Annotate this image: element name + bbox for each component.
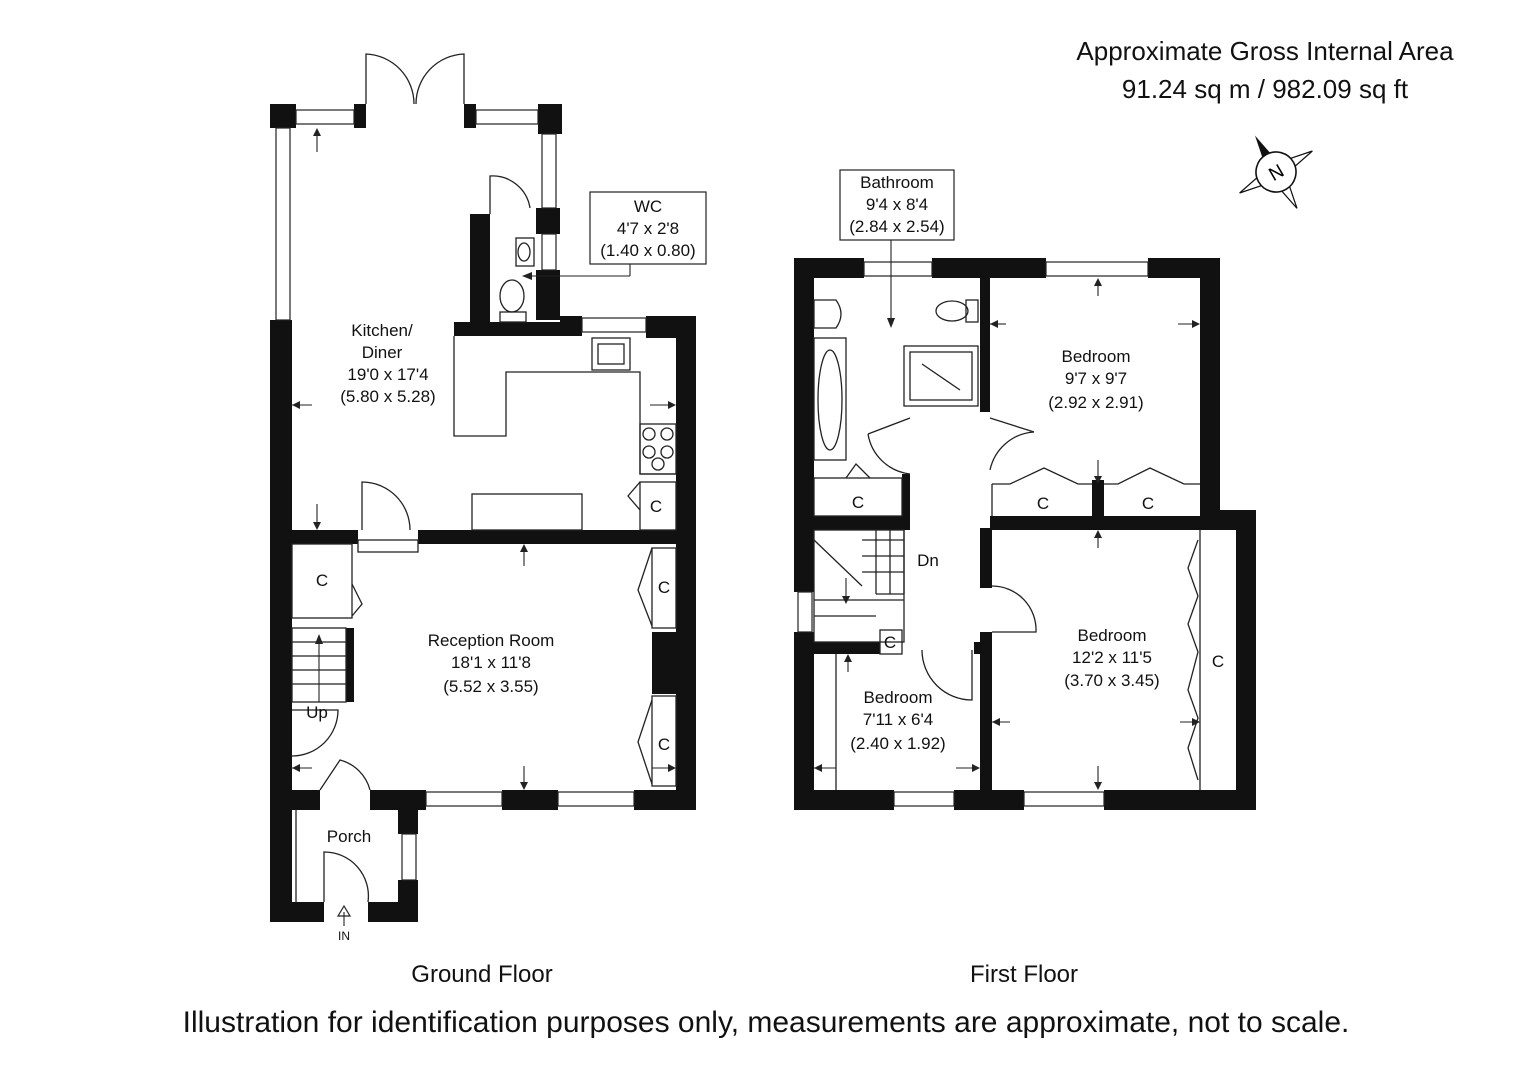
reception-dims-imperial: 18'1 x 11'8 xyxy=(451,653,531,672)
first-floor-labels: Bathroom 9'4 x 8'4 (2.84 x 2.54) Bedroom… xyxy=(849,173,1224,988)
ground-floor-label: Ground Floor xyxy=(411,961,552,988)
bathroom-callout xyxy=(839,169,955,241)
wc-dims-metric: (1.40 x 0.80) xyxy=(600,241,695,260)
stairs-up-label: Up xyxy=(306,703,328,722)
disclaimer-text: Illustration for identification purposes… xyxy=(183,1006,1350,1039)
bedroom-1-dims-imperial: 9'7 x 9'7 xyxy=(1065,369,1127,388)
compass-icon: N xyxy=(1239,135,1313,209)
wc-dims-imperial: 4'7 x 2'8 xyxy=(617,219,679,238)
reception-cupboard-lower-label: C xyxy=(658,735,670,754)
kitchen-dims-metric: (5.80 x 5.28) xyxy=(340,387,435,406)
landing-cupboard-label: C xyxy=(884,633,896,652)
first-floor-fittings xyxy=(813,299,1201,790)
ground-floor-dimension-arrows xyxy=(292,128,676,790)
area-value: 91.24 sq m / 982.09 sq ft xyxy=(1122,74,1409,104)
bathroom-cupboard-label: C xyxy=(852,493,864,512)
reception-cupboard-upper-label: C xyxy=(658,578,670,597)
wc-callout xyxy=(522,191,707,280)
bedroom-1-cupboard-right-label: C xyxy=(1142,494,1154,513)
bathroom-dims-imperial: 9'4 x 8'4 xyxy=(866,195,928,214)
bedroom-2-wardrobe-label: C xyxy=(1212,652,1224,671)
bedroom-2-name: Bedroom xyxy=(1078,626,1147,645)
bedroom-1-dims-metric: (2.92 x 2.91) xyxy=(1048,393,1143,412)
ground-floor-windows xyxy=(275,109,647,881)
reception-dims-metric: (5.52 x 3.55) xyxy=(443,677,538,696)
first-floor-label: First Floor xyxy=(970,961,1078,988)
kitchen-name-line1: Kitchen/ xyxy=(351,321,413,340)
reception-name: Reception Room xyxy=(428,631,555,650)
kitchen-name-line2: Diner xyxy=(362,343,403,362)
bedroom-3-dims-imperial: 7'11 x 6'4 xyxy=(863,710,933,729)
bedroom-2-dims-metric: (3.70 x 3.45) xyxy=(1064,671,1159,690)
first-floor-windows xyxy=(797,261,1149,807)
bedroom-3-dims-metric: (2.40 x 1.92) xyxy=(850,734,945,753)
first-floor-dimension-arrows xyxy=(814,240,1200,790)
bathroom-name: Bathroom xyxy=(860,173,934,192)
ground-floor-labels: WC 4'7 x 2'8 (1.40 x 0.80) Kitchen/ Dine… xyxy=(306,197,696,988)
bedroom-1-cupboard-left-label: C xyxy=(1037,494,1049,513)
ground-floor-walls xyxy=(270,104,696,922)
first-floor-walls xyxy=(794,258,1256,810)
kitchen-cupboard-label: C xyxy=(650,497,662,516)
stairs-down-label: Dn xyxy=(917,551,939,570)
wc-name: WC xyxy=(634,197,662,216)
bedroom-1-name: Bedroom xyxy=(1062,347,1131,366)
bathroom-dims-metric: (2.84 x 2.54) xyxy=(849,217,944,236)
entrance-label: IN xyxy=(338,929,350,943)
hall-cupboard-label: C xyxy=(316,571,328,590)
porch-name: Porch xyxy=(327,827,371,846)
bedroom-3-name: Bedroom xyxy=(864,688,933,707)
area-title: Approximate Gross Internal Area xyxy=(1076,36,1454,66)
bedroom-2-dims-imperial: 12'2 x 11'5 xyxy=(1072,648,1152,667)
kitchen-dims-imperial: 19'0 x 17'4 xyxy=(347,365,428,384)
ground-floor-fittings xyxy=(291,53,677,926)
